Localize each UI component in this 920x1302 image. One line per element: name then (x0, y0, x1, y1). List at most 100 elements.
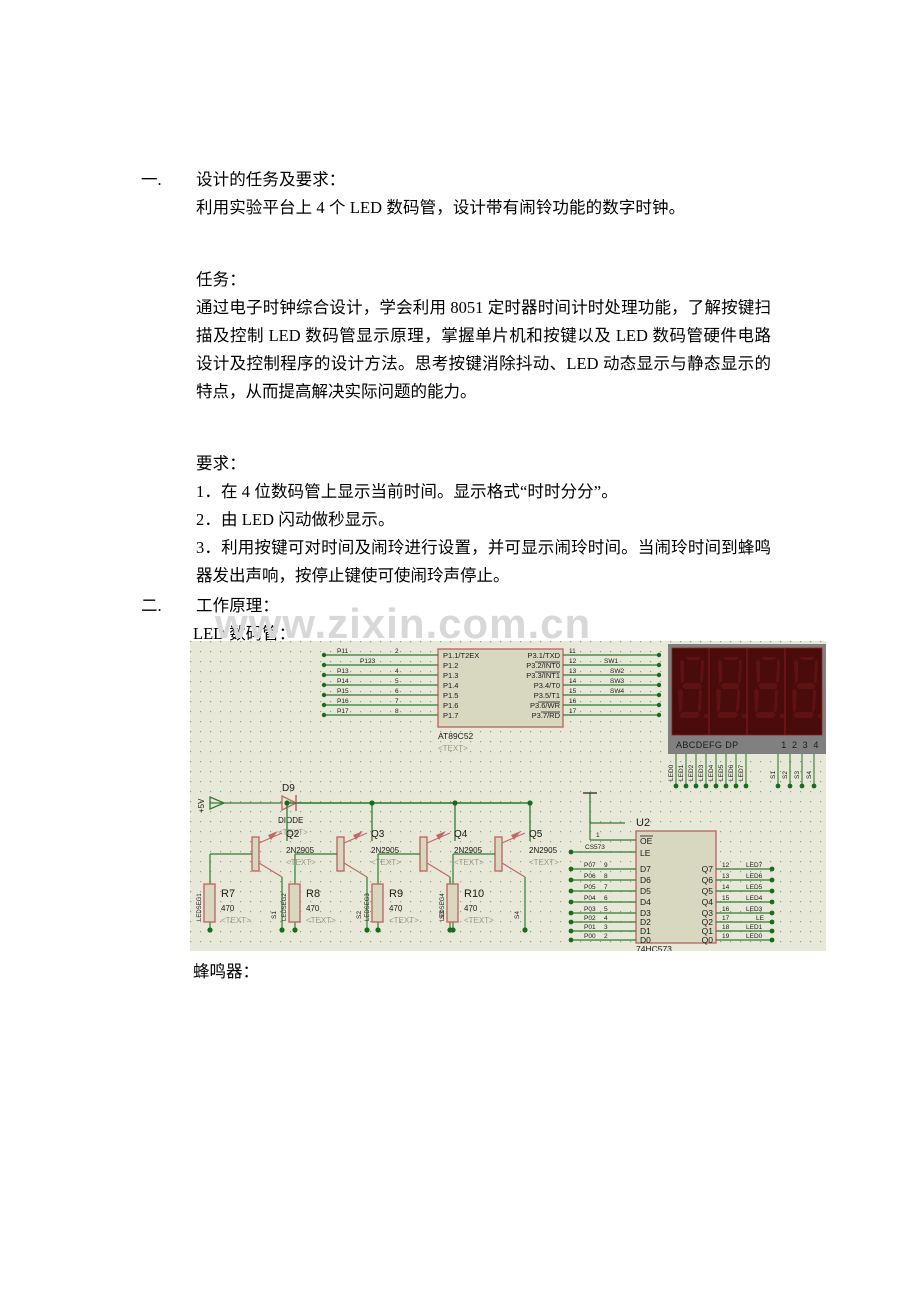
diode-ref: D9 (282, 783, 295, 794)
latch-pin-le: LE (640, 848, 651, 858)
transistor-sel-q5: S4 (514, 911, 521, 919)
latch-out-num-q0: 19 (722, 933, 730, 940)
mcu-part-label: AT89C52 (438, 731, 474, 741)
mcu-left-net-4: P15 (337, 688, 349, 695)
latch-in-num-d7: 9 (604, 862, 608, 869)
power-label: +5V (197, 798, 206, 813)
latch-in-num-d0: 2 (604, 933, 608, 940)
mcu-right-net-2: SW2 (610, 668, 624, 675)
transistor-ref-q3: Q3 (371, 829, 385, 840)
mcu-pin-p34: P3.4/T0 (534, 681, 560, 690)
mcu-left-net-5: P16 (337, 698, 349, 705)
transistor-text-tag-q5: <TEXT> (529, 858, 559, 867)
requirement-item-3: 3．利用按键可对时间及闹玲进行设置，并可显示闹玲时间。当闹玲时间到蜂鸣器发出声响… (196, 538, 771, 585)
transistor-value-q2: 2N2905 (286, 846, 315, 855)
select-label-s4: S4 (806, 771, 813, 779)
latch-pin-oe: OE (640, 836, 653, 846)
resistor-text-tag-r9: <TEXT> (389, 916, 419, 925)
mcu-left-net-0: P11 (337, 648, 348, 655)
latch-out-net-q0: LED0 (746, 933, 763, 940)
latch-pin-q7: Q7 (702, 864, 714, 874)
mcu-right-net-4: SW4 (610, 688, 624, 695)
mcu-pin-p37: P3.7/RD (532, 711, 561, 720)
mcu-right-num-0: 11 (569, 648, 576, 655)
requirement-item-1: 1．在 4 位数码管上显示当前时间。显示格式“时时分分”。 (196, 482, 618, 501)
led-figure-label: LED 数码管： (193, 624, 296, 643)
latch-in-net-d2: P02 (584, 915, 596, 922)
resistor-ref-r10: R10 (464, 888, 484, 900)
latch-out-num-q7: 12 (722, 862, 730, 869)
mcu-pin-p32: P3.2/INT0 (526, 661, 560, 670)
mcu-pin-p11: P1.1/T2EX (443, 651, 479, 660)
latch-in-num-d1: 3 (604, 924, 608, 931)
latch-in-num-d6: 8 (604, 873, 608, 880)
transistor-ref-q5: Q5 (529, 829, 543, 840)
resistor-net-r8: LEDSEG2 (282, 893, 288, 921)
display-digit-labels: 1 2 3 4 (781, 740, 820, 750)
requirement-item-2: 2．由 LED 闪动做秒显示。 (196, 510, 395, 529)
diode-text-tag: <TEXT> (278, 828, 308, 837)
latch-out-num-q1: 18 (722, 924, 730, 931)
latch-out-net-q4: LED4 (746, 895, 763, 902)
section-one-title: 设计的任务及要求： (196, 170, 346, 189)
latch-pin-q3: Q3 (702, 908, 714, 918)
mcu-pin-p33: P3.3/INT1 (526, 671, 560, 680)
select-label-s3: S3 (794, 771, 801, 779)
resistor-net-r7: LEDSEG1 (197, 893, 203, 921)
transistor-value-q3: 2N2905 (371, 846, 400, 855)
latch-in-net-d6: P06 (584, 873, 596, 880)
latch-out-net-q3: LED3 (746, 906, 763, 913)
latch-in-net-d7: P07 (584, 862, 596, 869)
mcu-left-num-5: 7 (395, 698, 399, 705)
bus-label-led4: LED4 (708, 764, 715, 781)
requirements-heading: 要求： (196, 454, 246, 473)
transistor-ref-q4: Q4 (454, 829, 468, 840)
section-one: 一. 设计的任务及要求： 利用实验平台上 4 个 LED 数码管，设计带有闹铃功… (138, 166, 838, 590)
diode-value: DIODE (278, 816, 303, 825)
latch-out-net-q5: LED5 (746, 884, 763, 891)
resistor-ref-r9: R9 (389, 888, 403, 900)
mcu-right-net-3: SW3 (610, 678, 624, 685)
latch-pin-q5: Q5 (702, 886, 714, 896)
latch-pin-d6: D6 (640, 875, 651, 885)
mcu-right-num-3: 14 (569, 678, 577, 685)
resistor-text-tag-r7: <TEXT> (221, 916, 251, 925)
latch-out-net-q6: LED6 (746, 873, 763, 880)
resistor-net-r10: LEDSEG4 (440, 893, 446, 921)
section-one-line-1: 利用实验平台上 4 个 LED 数码管，设计带有闹铃功能的数字时钟。 (196, 198, 686, 217)
latch-pin-q2: Q2 (702, 917, 714, 927)
latch-out-net-q2: LE (756, 915, 765, 922)
transistor-value-q5: 2N2905 (529, 846, 558, 855)
mcu-right-num-2: 13 (569, 668, 577, 675)
section-two: 二. 工作原理： (138, 592, 838, 620)
bus-label-led0: LED0 (668, 764, 675, 781)
latch-out-num-q6: 13 (722, 873, 730, 880)
buzzer-label: 蜂鸣器： (193, 962, 259, 981)
mcu-left-num-6: 8 (395, 708, 399, 715)
latch-oe-net: CS573 (585, 844, 605, 851)
mcu-left-net-1: P123 (360, 658, 376, 665)
latch-oe-num: 1 (596, 832, 600, 839)
latch-pin-d4: D4 (640, 897, 651, 907)
mcu-right-num-1: 12 (569, 658, 577, 665)
section-two-number: 二. (141, 596, 162, 615)
transistor-ref-q2: Q2 (286, 829, 300, 840)
latch-out-num-q4: 15 (722, 895, 730, 902)
latch-part: 74HC573 (636, 944, 672, 951)
latch-in-net-d3: P03 (584, 906, 596, 913)
latch-out-net-q7: LED7 (746, 862, 763, 869)
latch-out-num-q5: 14 (722, 884, 730, 891)
latch-pin-d2: D2 (640, 917, 651, 927)
select-label-s1: S1 (770, 771, 777, 779)
latch-in-num-d3: 5 (604, 906, 608, 913)
select-label-s2: S2 (782, 771, 789, 779)
latch-pin-q1: Q1 (702, 926, 714, 936)
mcu-pin-p15: P1.5 (443, 691, 458, 700)
latch-pin-q0: Q0 (702, 935, 714, 945)
mcu-pin-p31: P3.1/TXD (527, 651, 560, 660)
latch-ref: U2 (636, 817, 650, 829)
transistor-sel-q3: S2 (356, 911, 363, 919)
mcu-pin-p12: P1.2 (443, 661, 458, 670)
